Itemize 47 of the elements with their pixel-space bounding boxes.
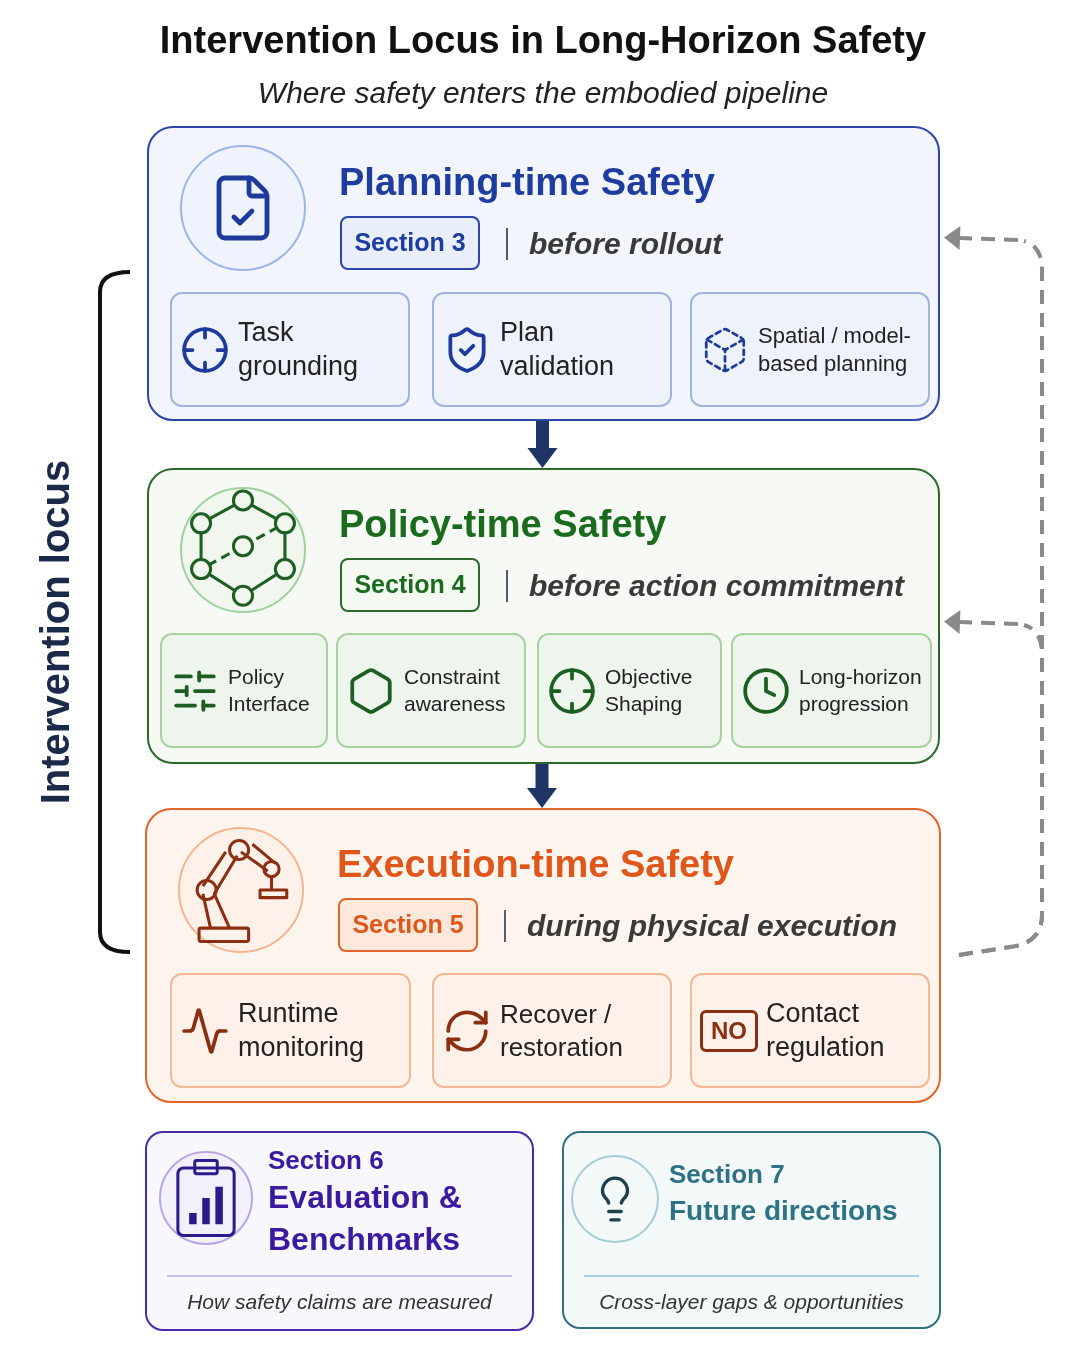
panel-title: Execution-time Safety [337,842,734,887]
card-label: Spatial / model-based planning [758,322,912,377]
card-label: Runtime monitoring [238,996,366,1064]
card-label: Objective Shaping [605,664,694,717]
feature-card [336,633,526,748]
feature-card [690,292,930,407]
feature-card [432,973,672,1088]
section-badge: Section 4 [340,558,480,612]
card-label: Long-horizon progression [799,664,922,717]
no-sign-icon: NO [700,1009,758,1052]
section-number: Section 6 [268,1144,384,1177]
panel-subtitle: during physical execution [527,908,898,944]
section-badge: Section 5 [338,898,478,952]
card-label: Task grounding [238,315,360,383]
feature-card [731,633,932,748]
section-card [562,1131,941,1329]
card-label: Recover / restoration [500,998,624,1063]
flow-arrow [527,421,558,468]
safety-layer-panel [145,808,941,1103]
section-number: Section 7 [669,1158,785,1191]
section-card [145,1131,534,1331]
diagram-title: Intervention Locus in Long-Horizon Safety [158,18,928,63]
section-heading: Evaluation & Benchmarks [268,1178,463,1259]
panel-title: Planning-time Safety [339,160,715,205]
feature-card [537,633,722,748]
panel-title: Policy-time Safety [339,502,667,547]
safety-layer-panel [147,468,940,764]
section-caption: Cross-layer gaps & opportunities [598,1289,905,1315]
flow-arrow [527,764,557,808]
feedback-arrow [944,226,1044,957]
feature-card [432,292,672,407]
feature-card [690,973,930,1088]
feature-card [170,292,410,407]
section-badge: Section 3 [340,216,480,270]
card-label: Constraint awareness [404,664,507,717]
panel-subtitle: before rollout [529,226,723,262]
feature-card [170,973,411,1088]
card-label: Policy Interface [228,664,311,717]
card-label: Plan validation [500,315,616,383]
axis-label: Intervention locus [32,459,78,805]
card-label: Contact regulation [766,996,886,1064]
panel-subtitle: before action commitment [529,568,905,604]
safety-layer-panel [147,126,940,421]
section-heading: Future directions [669,1194,899,1228]
diagram-subtitle: Where safety enters the embodied pipeline [256,75,830,111]
feature-card [160,633,328,748]
section-caption: How safety claims are measured [186,1289,493,1315]
